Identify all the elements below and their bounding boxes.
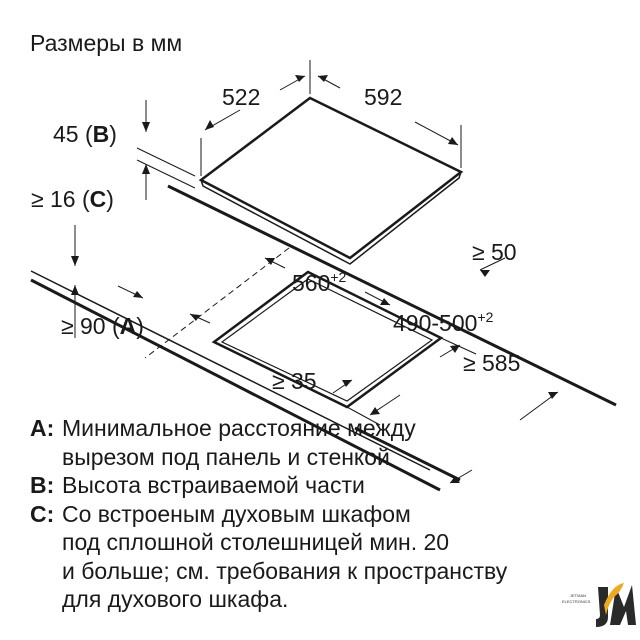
dimension-arrows <box>71 75 558 483</box>
hob-top <box>198 96 464 260</box>
dim-490-value: 490-500 <box>393 310 478 336</box>
dim-560-value: 560 <box>292 270 331 296</box>
dashed-guide <box>144 247 290 359</box>
paren: ) <box>136 313 144 339</box>
legend-key: A <box>30 415 47 441</box>
legend-text: под сплошной столешницей мин. 20 <box>62 529 450 555</box>
key-c: C <box>89 186 107 212</box>
jetman-logo: JETMAN ELECTRONICS <box>560 575 640 640</box>
legend-text: Высота встраиваемой части <box>62 472 365 498</box>
key-b: B <box>92 121 110 147</box>
diagram-title: Размеры в мм <box>30 30 183 56</box>
legend-key: C <box>30 500 47 527</box>
svg-text:JETMAN: JETMAN <box>570 593 586 598</box>
dim-592: 592 <box>364 84 403 110</box>
countertop-front-edge <box>30 278 441 492</box>
paren: ) <box>106 186 114 212</box>
dim-16-c: ≥ 16 (C) <box>31 188 114 211</box>
legend-key: B <box>30 472 47 498</box>
dim-16: ≥ 16 ( <box>31 186 90 212</box>
dim-45: 45 ( <box>53 121 93 147</box>
legend-item-a: A:Минимальное расстояние между <box>30 415 416 441</box>
legend-item-b: B:Высота встраиваемой части <box>30 472 365 498</box>
dim-490-500: 490-500+2 <box>393 310 493 335</box>
cutout-inner <box>220 278 434 402</box>
hob-edge <box>200 171 462 265</box>
dim-90-a: ≥ 90 (A) <box>61 315 144 338</box>
dim-560: 560+2 <box>292 270 346 295</box>
dim-522: 522 <box>222 84 261 110</box>
legend-text: для духового шкафа. <box>62 586 289 612</box>
legend: A:Минимальное расстояние между вырезом п… <box>30 414 507 614</box>
dim-560-tolerance: +2 <box>330 269 347 285</box>
dim-490-tolerance: +2 <box>477 309 494 325</box>
legend-text: и больше; см. требования к пространству <box>62 557 508 584</box>
key-a: A <box>119 313 137 339</box>
dim-45-b: 45 (B) <box>53 123 117 146</box>
dim-585: ≥ 585 <box>463 350 521 376</box>
dim-35: ≥ 35 <box>272 368 317 394</box>
countertop-back-edge <box>167 184 617 407</box>
legend-text: Минимальное расстояние между <box>62 415 416 441</box>
countertop-front-edge-top <box>30 270 431 471</box>
logo-mark-icon: JETMAN ELECTRONICS <box>562 583 636 627</box>
dim-90: ≥ 90 ( <box>61 313 120 339</box>
svg-text:ELECTRONICS: ELECTRONICS <box>562 599 591 604</box>
legend-text: вырезом под панель и стенкой <box>62 443 390 470</box>
legend-text: Со встроеным духовым шкафом <box>62 500 411 527</box>
legend-item-c: C:Со встроеным духовым шкафом <box>30 500 411 527</box>
dim-50: ≥ 50 <box>472 239 517 265</box>
paren: ) <box>109 121 117 147</box>
